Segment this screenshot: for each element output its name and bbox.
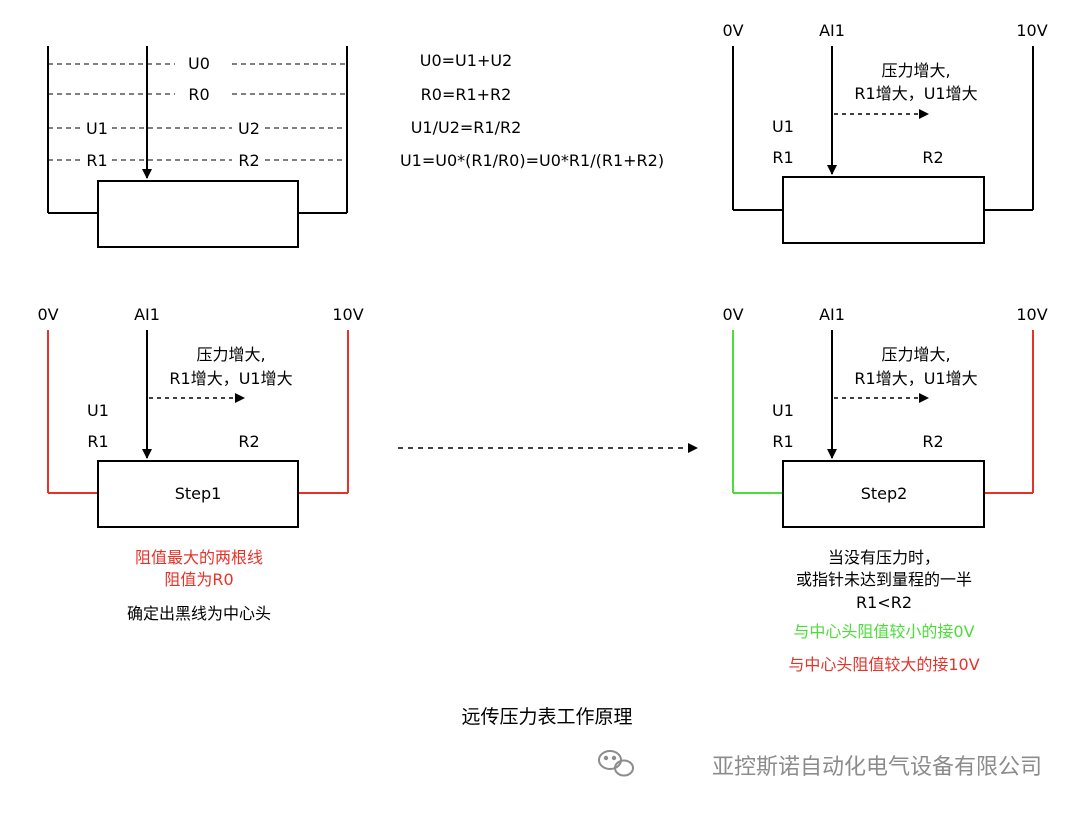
label-u1: U1 [772, 401, 794, 420]
wechat-icon [598, 750, 634, 777]
note-1: 当没有压力时， [828, 548, 940, 567]
label-u2: U2 [238, 119, 260, 138]
watermark-text: 亚控斯诺自动化电气设备有限公司 [712, 755, 1042, 780]
note-red: 与中心头阻值较大的接10V [788, 655, 979, 674]
formula-4: U1=U0*(R1/R0)=U0*R1/(R1+R2) [400, 151, 664, 170]
arrow-note-1: 压力增大, [881, 61, 950, 80]
label-r2: R2 [922, 432, 943, 451]
resistor-box [782, 176, 985, 244]
label-ai1: AI1 [819, 305, 845, 324]
diagram-basic-divider: U0 R0 U1 U2 R1 R2 [47, 46, 348, 248]
diagram-step1: 0V AI1 10V Step1 压力增大, R1增大，U1增大 U1 R1 R… [37, 305, 363, 623]
box-label: Step2 [861, 484, 908, 503]
label-r1: R1 [772, 432, 793, 451]
label-10v: 10V [332, 305, 363, 324]
dimension-lines [48, 63, 347, 161]
watermark: 亚控斯诺自动化电气设备有限公司 [598, 750, 1042, 780]
label-0v: 0V [722, 305, 743, 324]
label-u1: U1 [87, 401, 109, 420]
label-r2: R2 [238, 432, 259, 451]
diagram-step2: 0V AI1 10V Step2 压力增大, R1增大，U1增大 U1 R1 R… [722, 305, 1047, 674]
diagram-wiring: 0V AI1 10V 压力增大, R1增大，U1增大 U1 R1 R2 [722, 21, 1048, 244]
arrow-note-1: 压力增大, [196, 345, 265, 364]
diagram-title: 远传压力表工作原理 [461, 706, 632, 728]
label-10v: 10V [1016, 21, 1047, 40]
label-r1: R1 [86, 151, 107, 170]
label-r1: R1 [87, 432, 108, 451]
label-r1: R1 [772, 148, 793, 167]
label-u1: U1 [772, 117, 794, 136]
formulas: U0=U1+U2 R0=R1+R2 U1/U2=R1/R2 U1=U0*(R1/… [400, 51, 664, 170]
formula-1: U0=U1+U2 [420, 51, 512, 70]
note-2: 或指针未达到量程的一半 [796, 570, 972, 589]
note-3: R1<R2 [856, 593, 912, 612]
arrow-note-2: R1增大，U1增大 [854, 369, 977, 388]
resistor-box [97, 180, 299, 248]
note-red-2: 阻值为R0 [164, 570, 233, 589]
note-green: 与中心头阻值较小的接0V [793, 622, 974, 641]
label-0v: 0V [37, 305, 58, 324]
label-r0: R0 [188, 85, 209, 104]
label-r2: R2 [238, 151, 259, 170]
arrow-note-2: R1增大，U1增大 [854, 84, 977, 103]
label-ai1: AI1 [134, 305, 160, 324]
label-ai1: AI1 [819, 21, 845, 40]
resistor-box [782, 460, 985, 528]
formula-3: U1/U2=R1/R2 [411, 118, 522, 137]
label-u1: U1 [86, 119, 108, 138]
box-label: Step1 [175, 484, 222, 503]
note-red-1: 阻值最大的两根线 [135, 548, 263, 567]
label-0v: 0V [722, 21, 743, 40]
label-10v: 10V [1016, 305, 1047, 324]
label-r2: R2 [922, 148, 943, 167]
label-u0: U0 [188, 54, 210, 73]
formula-2: R0=R1+R2 [421, 85, 512, 104]
arrow-note-2: R1增大，U1增大 [169, 369, 292, 388]
resistor-box [97, 460, 299, 528]
note-black: 确定出黑线为中心头 [127, 604, 271, 623]
arrow-note-1: 压力增大, [881, 345, 950, 364]
